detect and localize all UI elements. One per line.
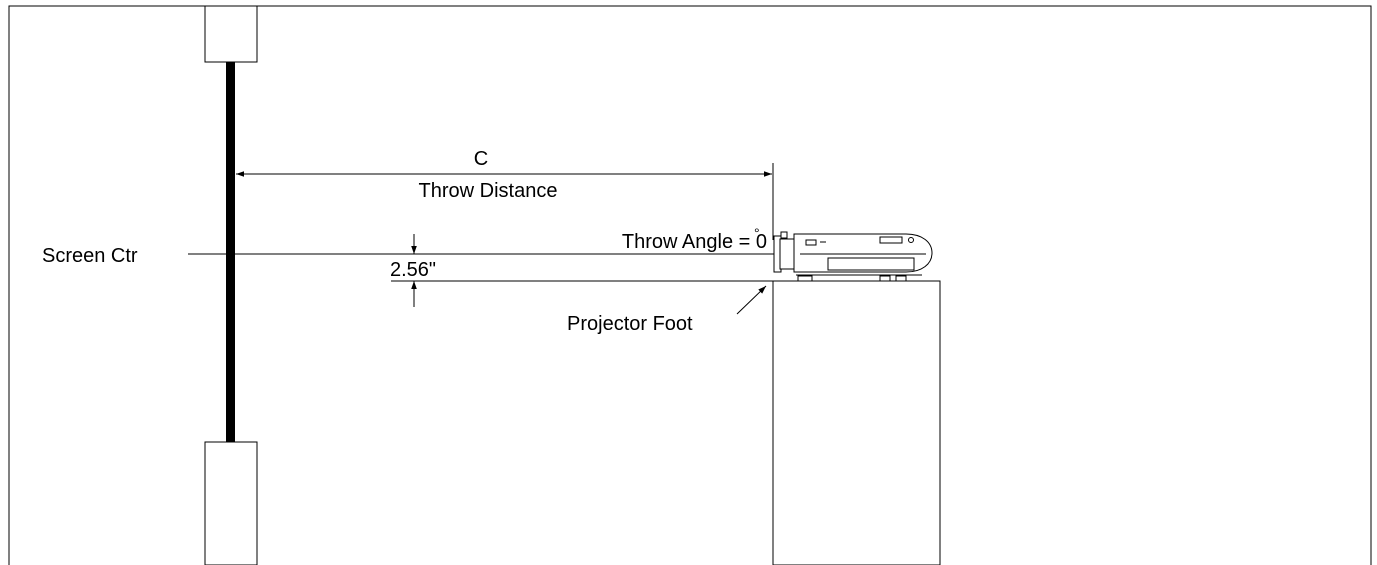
projector-foot-leader [736, 285, 767, 315]
projector-button [805, 239, 817, 246]
projector-top-panel [879, 236, 903, 244]
projector-foot-rear-2 [895, 275, 907, 282]
projector [773, 231, 933, 282]
screen-bottom-mount [204, 441, 258, 565]
screen-top-mount [204, 5, 258, 63]
throw-angle-degree: ° [754, 225, 760, 241]
throw-distance-label: Throw Distance [419, 180, 558, 202]
projection-screen [226, 62, 235, 442]
projector-foot-rear [879, 275, 891, 282]
throw-angle-label: Throw Angle = 0 [622, 231, 767, 253]
offset-dimension-label: 2.56" [390, 259, 436, 281]
projector-table [772, 280, 941, 565]
projector-foot-label: Projector Foot [567, 313, 693, 335]
projector-vent [827, 257, 915, 271]
screen-center-label: Screen Ctr [42, 245, 138, 267]
projector-foot-front [797, 275, 813, 282]
projector-lens [779, 238, 795, 270]
dimension-letter-label: C [474, 148, 488, 170]
drawing-frame [8, 5, 1372, 565]
projector-indicator [908, 237, 914, 243]
projector-lens-cap [780, 231, 788, 239]
